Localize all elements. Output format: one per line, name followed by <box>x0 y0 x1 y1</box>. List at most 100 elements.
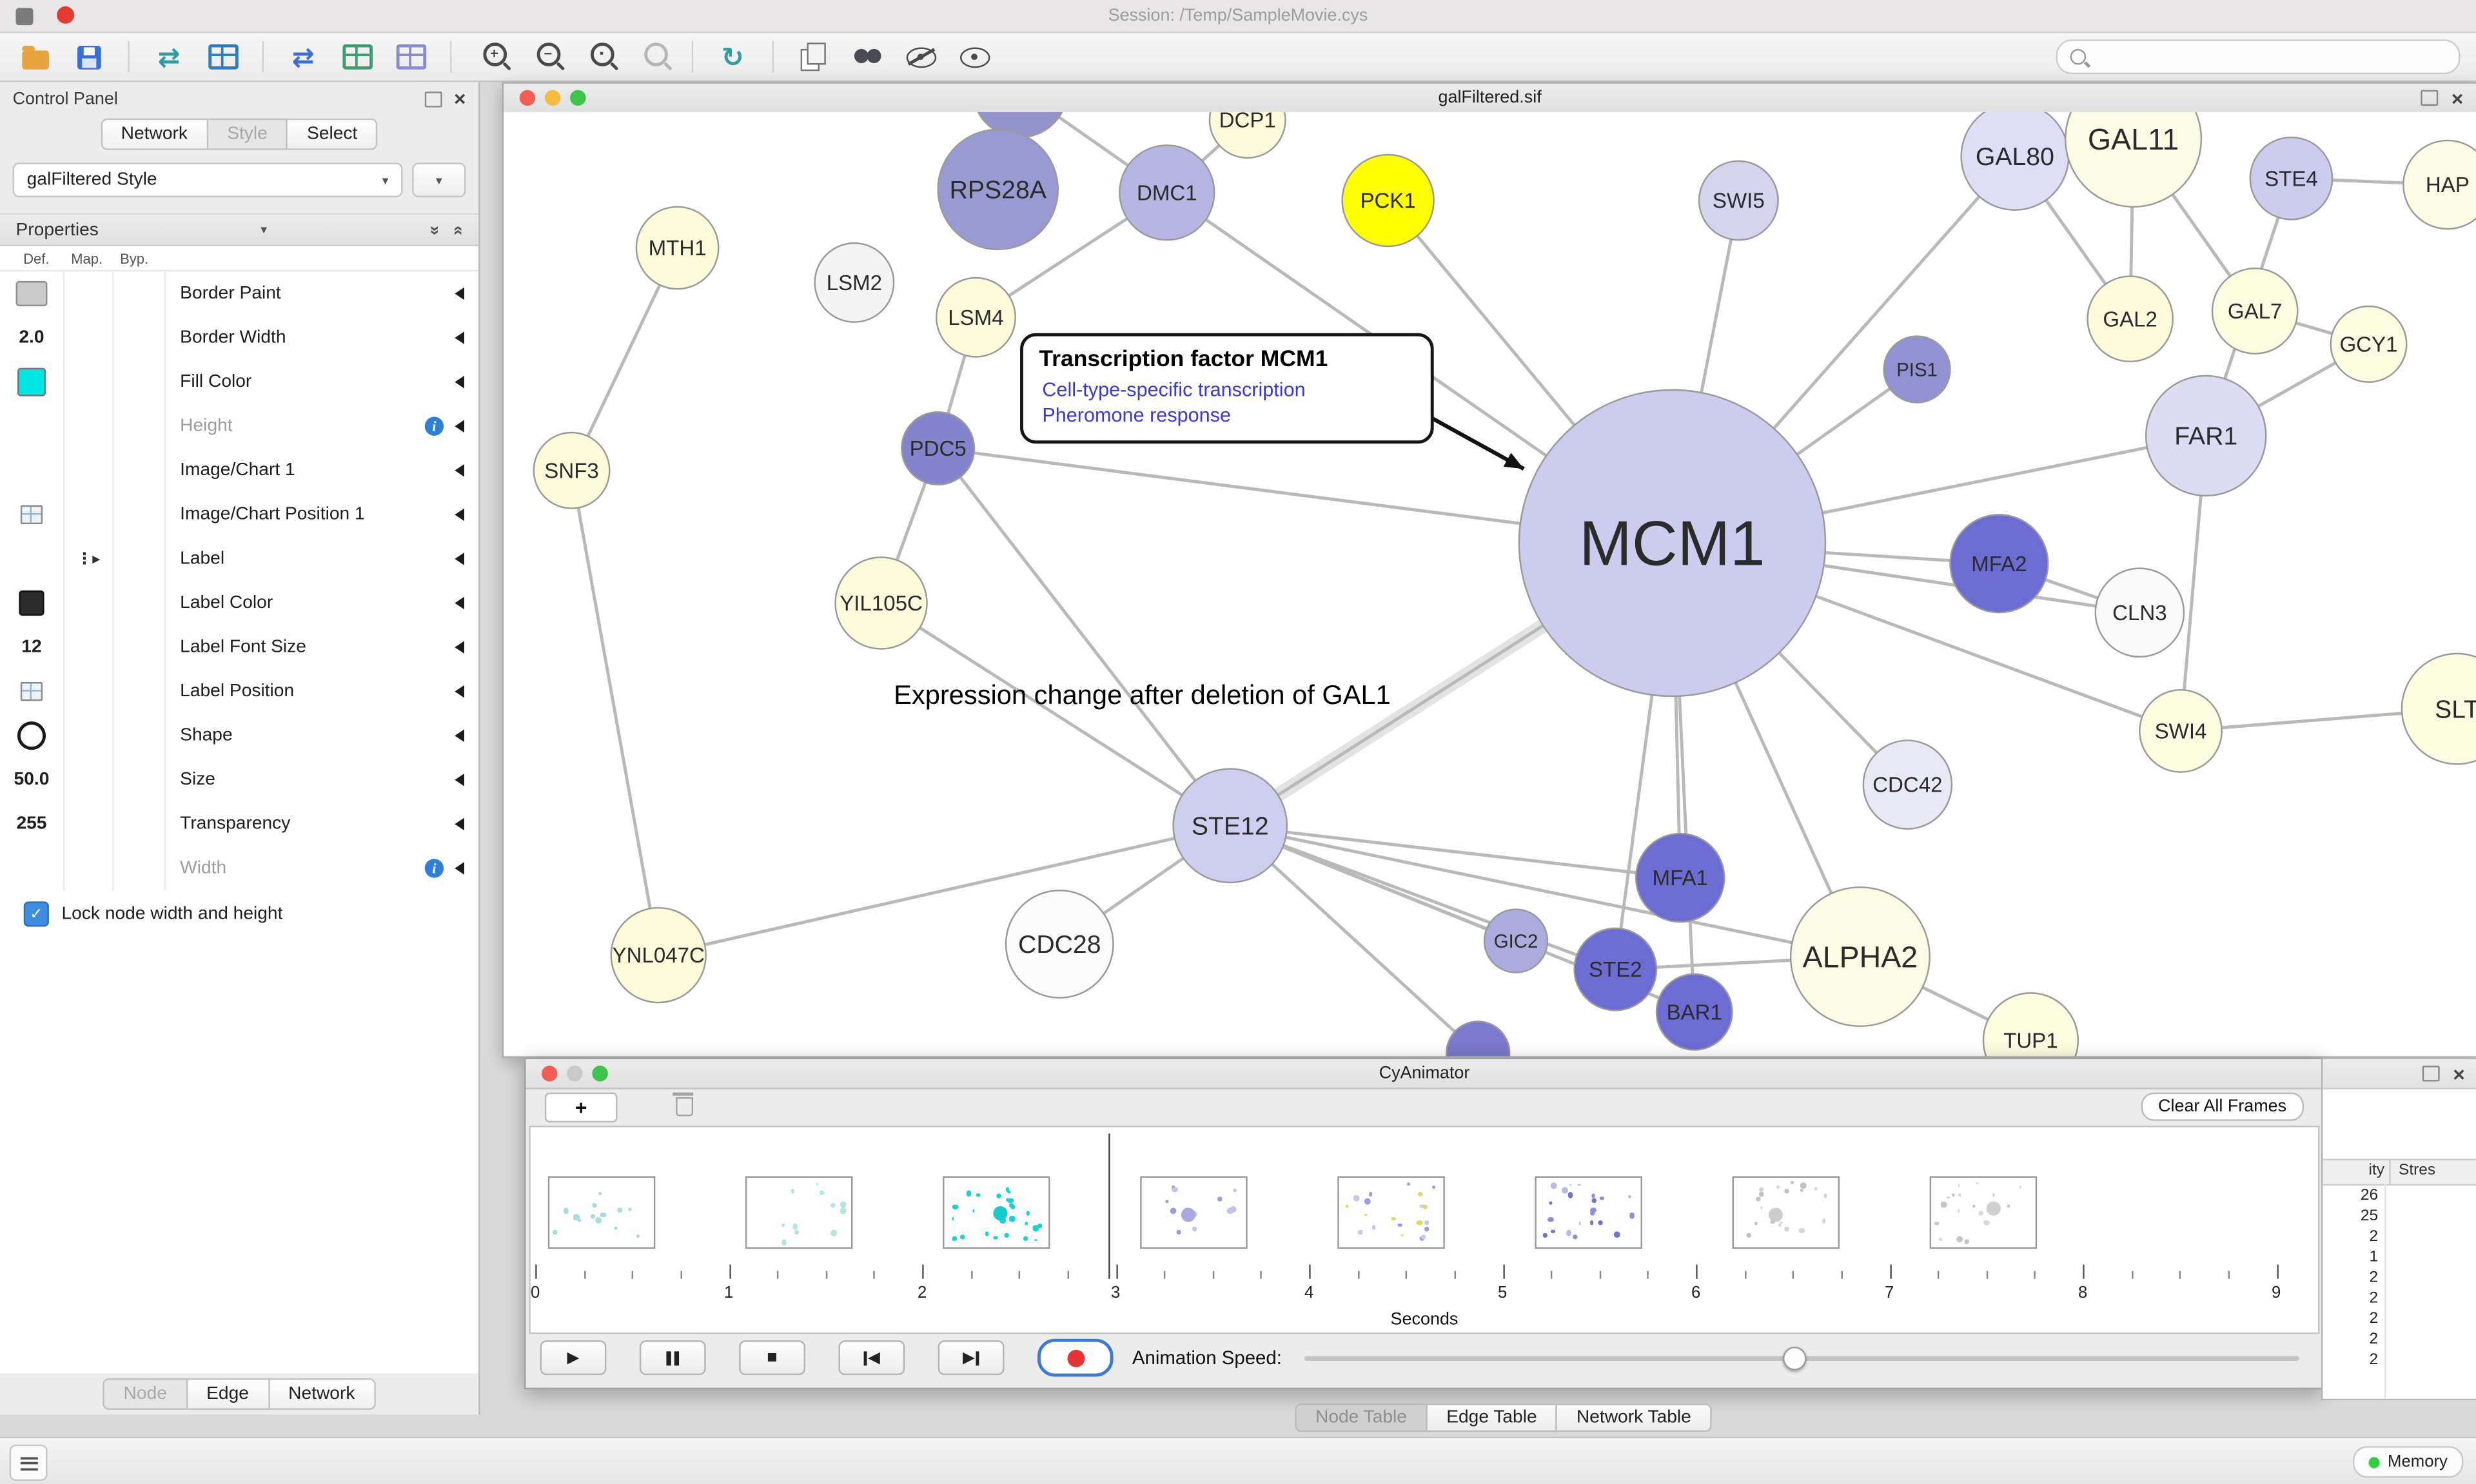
minimize-window-icon[interactable] <box>567 1066 583 1082</box>
zoom-window-icon[interactable] <box>592 1066 608 1082</box>
lock-size-checkbox[interactable] <box>23 901 49 927</box>
zoom-selected-icon[interactable] <box>633 38 671 76</box>
float-panel-icon[interactable] <box>425 90 443 107</box>
float-window-icon[interactable] <box>2421 90 2439 106</box>
tab-edge[interactable]: Edge <box>187 1378 270 1410</box>
animation-speed-slider[interactable] <box>1304 1342 2299 1374</box>
network-node[interactable]: YNL047C <box>610 906 707 1004</box>
bypass-cell[interactable] <box>113 757 166 803</box>
network-node[interactable]: YIL105C <box>834 556 928 650</box>
zoom-fit-icon[interactable]: ▪ <box>580 38 618 76</box>
bypass-cell[interactable] <box>113 669 166 714</box>
memory-button[interactable]: Memory <box>2353 1446 2464 1478</box>
table-col-1[interactable]: ity <box>2368 1162 2384 1180</box>
annotation-box[interactable]: Transcription factor MCM1 Cell-type-spec… <box>1020 333 1434 444</box>
close-window-icon[interactable] <box>542 1066 558 1082</box>
network-node[interactable]: LSM4 <box>936 277 1016 358</box>
mapping-cell[interactable] <box>64 448 114 493</box>
annotation-link-1[interactable]: Cell-type-specific transcription <box>1042 378 1306 402</box>
mapping-cell[interactable] <box>64 536 114 581</box>
network-node[interactable]: DCP1 <box>1208 112 1286 159</box>
frame-thumbnail[interactable] <box>943 1176 1050 1249</box>
next-frame-button[interactable] <box>938 1340 1005 1376</box>
property-row[interactable]: Label <box>0 536 478 581</box>
tab-style[interactable]: Style <box>208 118 288 150</box>
show-all-icon[interactable] <box>956 38 994 76</box>
tab-edge-table[interactable]: Edge Table <box>1427 1403 1558 1432</box>
network-node[interactable]: TUP1 <box>1982 992 2079 1057</box>
annotation-link-2[interactable]: Pheromone response <box>1042 404 1232 427</box>
tab-node-table[interactable]: Node Table <box>1295 1403 1428 1432</box>
network-node[interactable]: FAR1 <box>2145 375 2267 497</box>
export-table-icon[interactable] <box>338 38 376 76</box>
network-node[interactable]: GCY1 <box>2330 305 2408 383</box>
expand-all-icon[interactable] <box>424 225 443 235</box>
network-node[interactable]: SNF3 <box>533 431 611 509</box>
default-value-cell[interactable] <box>0 493 65 537</box>
network-window-titlebar[interactable]: galFiltered.sif <box>504 83 2476 114</box>
add-frame-button[interactable]: + <box>544 1091 618 1122</box>
table-cell-value[interactable]: 2 <box>2369 1269 2379 1287</box>
network-node[interactable]: LSM2 <box>814 242 895 323</box>
default-value-cell[interactable] <box>0 271 65 316</box>
cyanimator-titlebar[interactable]: CyAnimator <box>526 1059 2323 1089</box>
bypass-cell[interactable] <box>113 625 166 670</box>
close-panel-icon[interactable] <box>2453 1063 2465 1084</box>
network-node[interactable]: GAL2 <box>2087 275 2174 363</box>
collapse-all-icon[interactable] <box>448 225 467 235</box>
default-value-cell[interactable]: 50.0 <box>0 757 65 803</box>
mapping-cell[interactable] <box>64 360 114 404</box>
expand-row-icon[interactable] <box>455 464 465 477</box>
search-box[interactable] <box>2056 39 2461 75</box>
export-network-icon[interactable]: ⇄ <box>284 38 322 76</box>
default-value-cell[interactable] <box>0 581 65 625</box>
clear-all-frames-button[interactable]: Clear All Frames <box>2141 1092 2304 1121</box>
default-value-cell[interactable] <box>0 669 65 714</box>
network-node[interactable]: CLN3 <box>2094 567 2185 658</box>
network-node[interactable]: PCK1 <box>1341 153 1435 248</box>
default-value-cell[interactable] <box>0 846 65 891</box>
export-image-icon[interactable] <box>391 38 429 76</box>
open-session-icon[interactable] <box>15 38 54 76</box>
network-node[interactable]: BAR1 <box>1655 973 1733 1051</box>
expand-row-icon[interactable] <box>455 641 465 654</box>
default-value-cell[interactable]: 255 <box>0 802 65 846</box>
expand-row-icon[interactable] <box>455 774 465 786</box>
expand-row-icon[interactable] <box>455 685 465 698</box>
bypass-cell[interactable] <box>113 271 166 316</box>
mapping-cell[interactable] <box>64 493 114 537</box>
network-node[interactable]: PDC5 <box>901 411 976 486</box>
expand-row-icon[interactable] <box>455 331 465 344</box>
table-cell-value[interactable]: 2 <box>2369 1331 2379 1349</box>
bypass-cell[interactable] <box>113 448 166 493</box>
expand-row-icon[interactable] <box>455 420 465 433</box>
play-button[interactable] <box>540 1340 607 1376</box>
network-node[interactable]: GAL80 <box>1960 112 2070 211</box>
hide-selection-icon[interactable] <box>901 38 939 76</box>
table-cell-value[interactable]: 2 <box>2369 1228 2379 1246</box>
tab-network-table[interactable]: Network Table <box>1557 1403 1712 1432</box>
table-cell-value[interactable]: 2 <box>2369 1289 2379 1307</box>
mapping-cell[interactable] <box>64 315 114 360</box>
delete-frame-button[interactable] <box>662 1092 706 1120</box>
expand-row-icon[interactable] <box>455 552 465 565</box>
network-node[interactable]: SWI4 <box>2139 688 2223 773</box>
mapping-cell[interactable] <box>64 271 114 316</box>
tab-network[interactable]: Network <box>100 118 208 150</box>
close-window-icon[interactable] <box>519 90 536 106</box>
zoom-out-icon[interactable]: − <box>526 38 564 76</box>
network-node[interactable] <box>1446 1020 1511 1057</box>
panel-menu-button[interactable] <box>9 1444 48 1481</box>
style-dropdown[interactable]: galFiltered Style <box>12 162 403 198</box>
mapping-cell[interactable] <box>64 802 114 846</box>
frame-thumbnail[interactable] <box>1140 1176 1248 1249</box>
properties-header[interactable]: Properties <box>0 213 479 247</box>
mapping-cell[interactable] <box>64 757 114 803</box>
network-node[interactable]: RPS28A <box>937 128 1059 251</box>
bypass-cell[interactable] <box>113 581 166 625</box>
mapping-cell[interactable] <box>64 669 114 714</box>
default-value-cell[interactable]: 2.0 <box>0 315 65 360</box>
